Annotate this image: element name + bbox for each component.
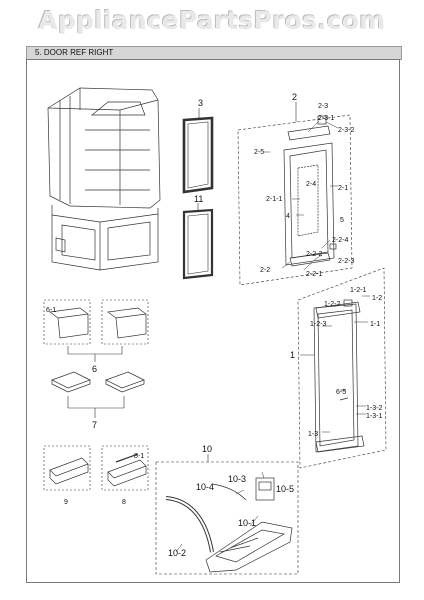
cover-10-3 [211,483,247,501]
callout-1-3-1: 1-3-1 [366,413,382,420]
callout-1-3-2: 1-3-2 [366,405,382,412]
callout-10-1: 10-1 [238,518,256,528]
callout-2-3-2: 2-3-2 [338,127,354,134]
callout-2-2-3: 2-2-3 [338,258,354,265]
callout-2-2: 2-2 [260,267,270,274]
callout-10-2: 10-2 [168,548,186,558]
callout-1-1: 1-1 [370,321,380,328]
guard-10-4 [165,496,214,553]
callout-10-3: 10-3 [228,474,246,484]
door-gasket-lower [182,208,214,280]
callout-2-3: 2-3 [318,103,328,110]
bin-9 [49,457,89,485]
callout-2-3-1: 2-3-1 [318,115,334,122]
callout-11: 11 [194,194,203,204]
callout-9: 9 [64,499,68,506]
door-bin-left [49,307,89,339]
door-shelf-left [51,371,91,393]
callout-1-2-3: 1-2-3 [310,321,326,328]
callout-1-2: 1-2 [372,295,382,302]
door-ref-right-assy-1 [313,299,365,453]
callout-2-1: 2-1 [338,185,348,192]
callout-8: 8 [122,499,126,506]
door-gasket-upper [182,116,214,194]
callout-1: 1 [290,350,295,360]
callout-8-1: 8-1 [134,453,144,460]
callout-2-2-4: 2-2-4 [332,237,348,244]
module-10-5 [255,477,275,501]
callout-2-1-1: 2-1-1 [266,196,282,203]
door-bin-right [107,307,147,339]
callout-10-4: 10-4 [196,482,214,492]
callout-7: 7 [92,420,97,430]
callout-2-2-1: 2-2-1 [306,271,322,278]
callout-6-1: 6-1 [46,307,56,314]
callout-2-4: 2-4 [306,181,316,188]
watermark-logo: AppliancePartsPros.com [38,6,386,35]
door-panel-assy-2 [283,115,337,267]
callout-6-5: 6-5 [336,389,346,396]
callout-2: 2 [292,92,297,102]
refrigerator-cabinet [47,87,161,271]
tray-10-1 [205,521,293,573]
callout-6: 6 [92,364,97,374]
callout-1-3: 1-3 [308,431,318,438]
callout-10-5: 10-5 [276,484,294,494]
callout-4: 4 [286,213,290,220]
bin-8 [107,453,147,487]
callout-10: 10 [202,444,212,454]
callout-2-5: 2-5 [254,149,264,156]
callout-3: 3 [198,98,203,108]
callout-2-2-2: 2-2-2 [306,251,322,258]
callout-1-2-1: 1-2-1 [350,287,366,294]
section-title: 5. DOOR REF RIGHT [35,48,114,57]
callout-5: 5 [340,217,344,224]
door-shelf-right [105,371,145,393]
callout-1-2-2: 1-2-2 [324,301,340,308]
